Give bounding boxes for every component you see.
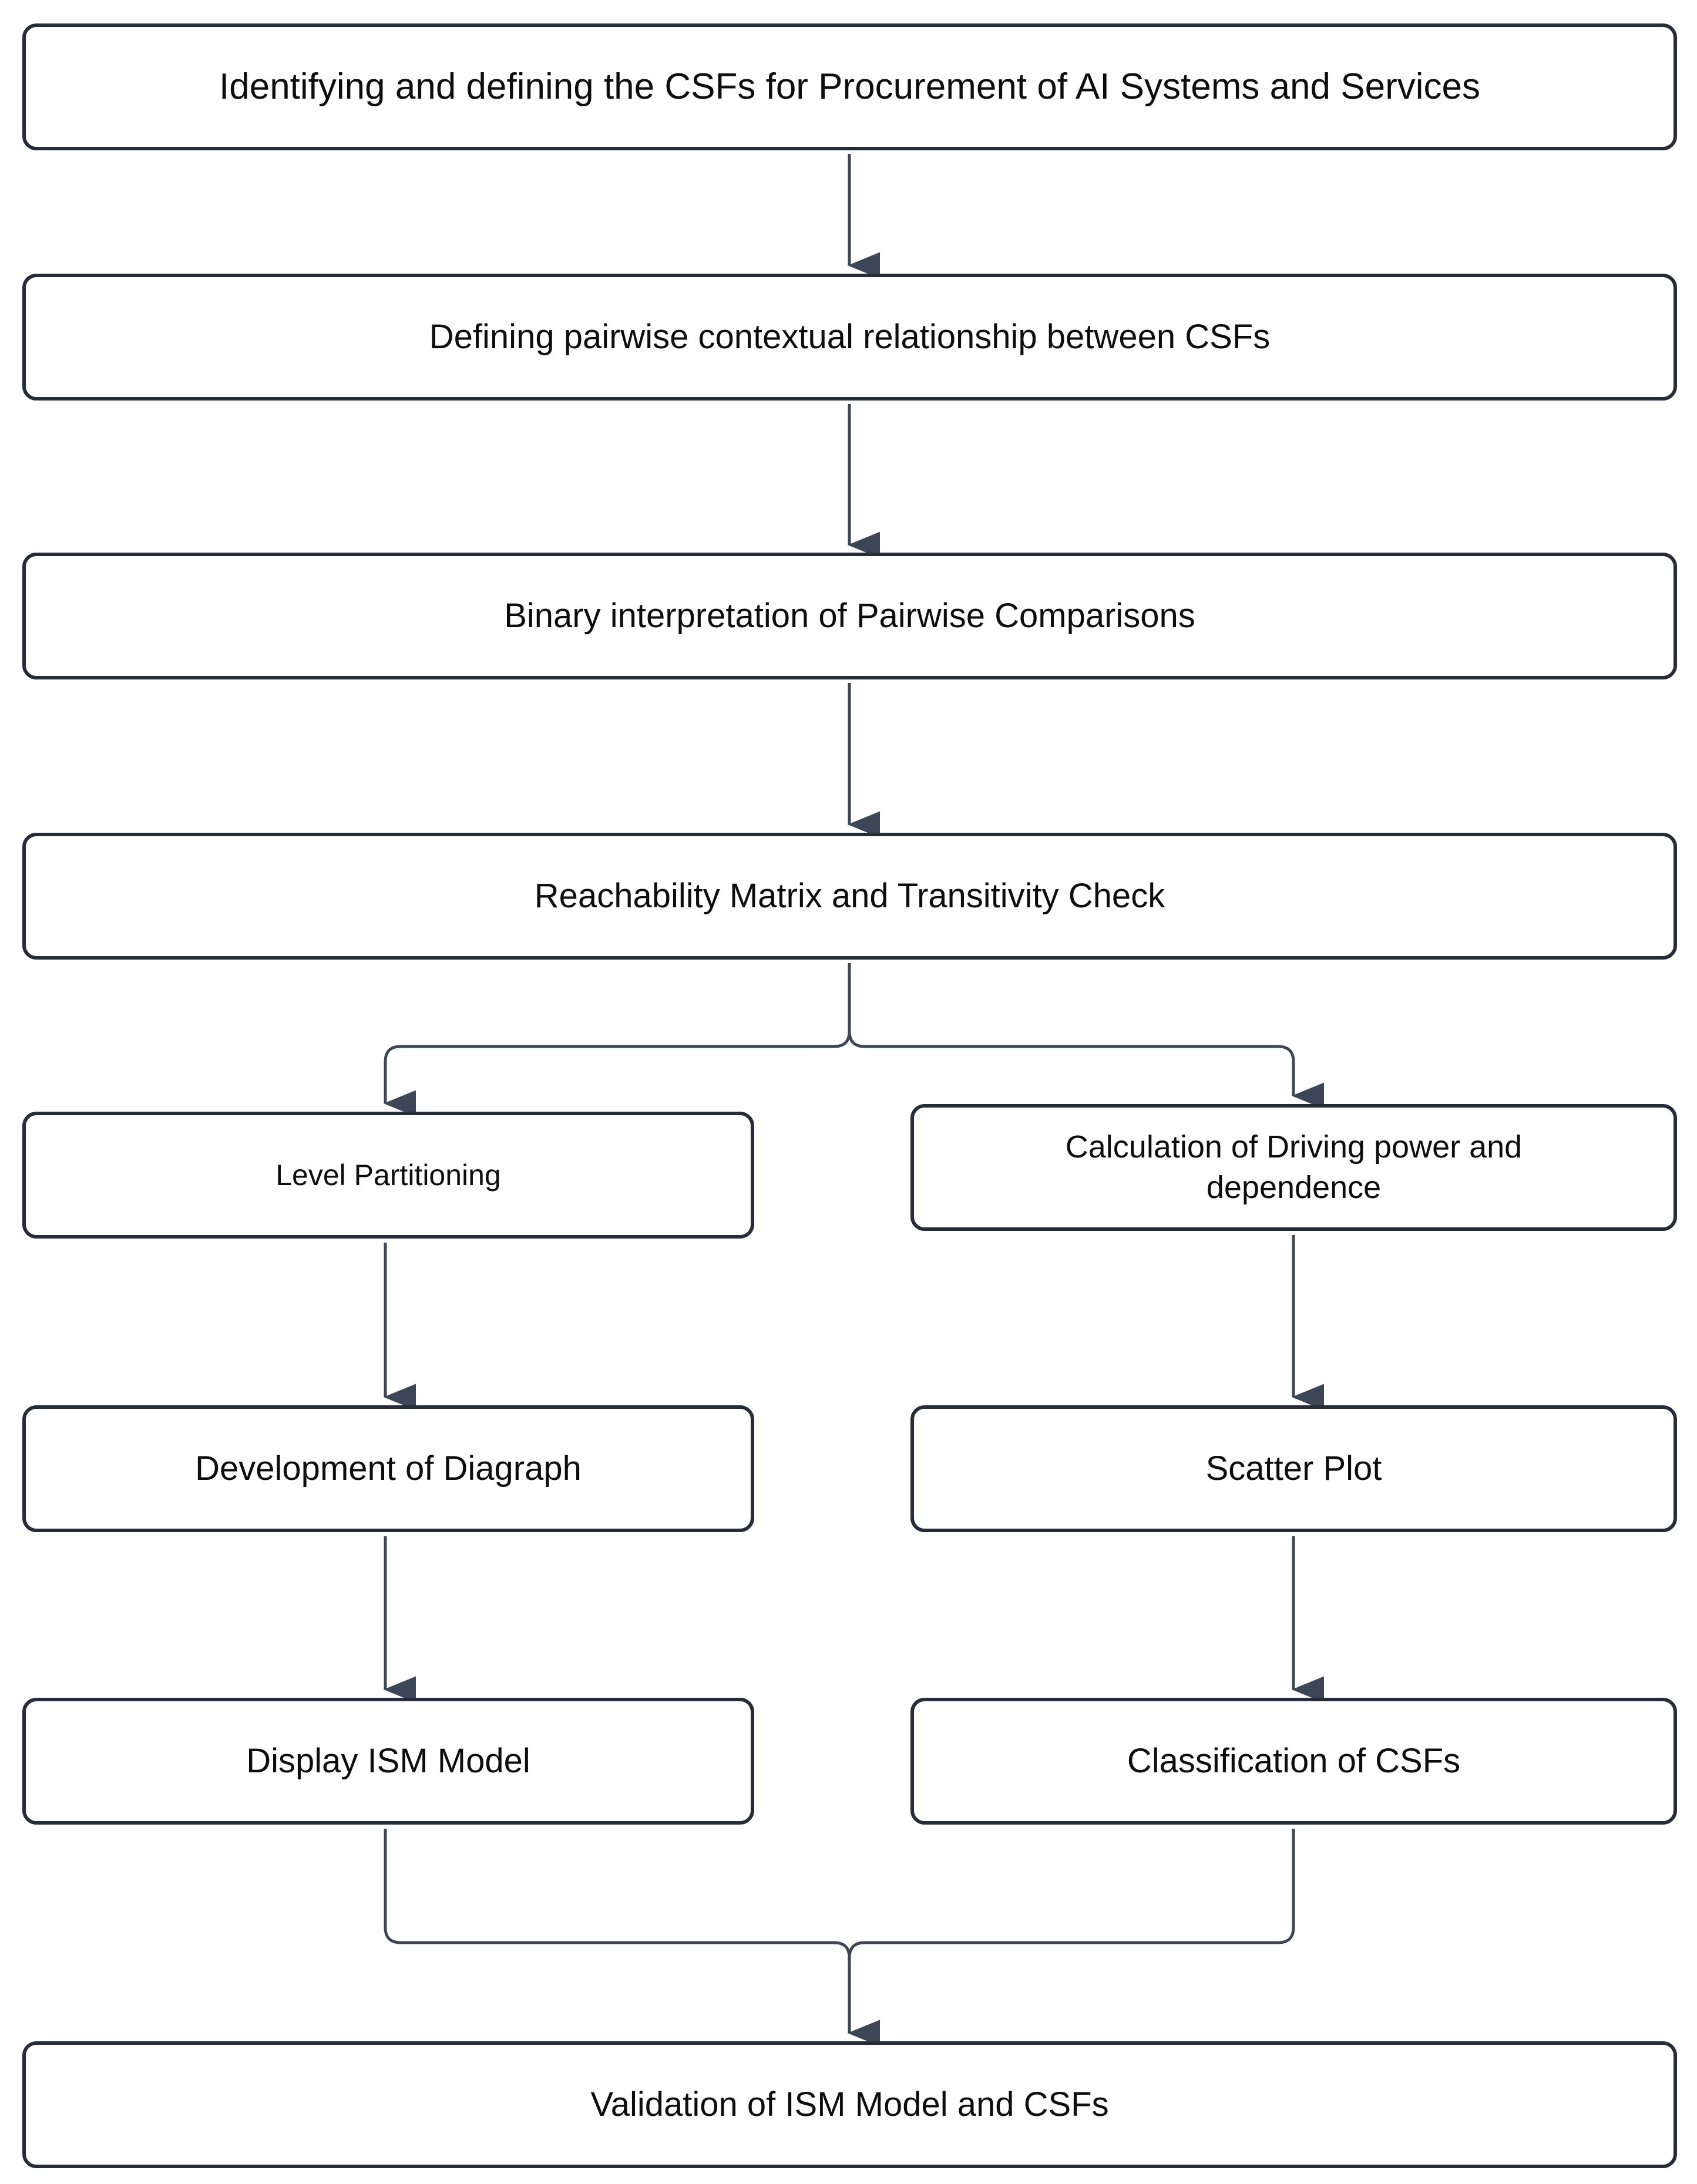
node-validation-ism-model[interactable]: Validation of ISM Model and CSFs bbox=[22, 2041, 1677, 2168]
edge-reachability-to-driving-dependence bbox=[848, 963, 1324, 1109]
node-level-partitioning-label: Level Partitioning bbox=[275, 1159, 501, 1192]
node-display-ism-model-label: Display ISM Model bbox=[246, 1741, 530, 1780]
node-binary-interpretation[interactable]: Binary interpretation of Pairwise Compar… bbox=[22, 553, 1677, 679]
node-reachability-matrix-label: Reachability Matrix and Transitivity Che… bbox=[534, 876, 1165, 915]
node-scatter-plot[interactable]: Scatter Plot bbox=[910, 1405, 1677, 1532]
node-classification-of-csfs[interactable]: Classification of CSFs bbox=[910, 1698, 1677, 1825]
edge-display-ism-to-validation bbox=[384, 1829, 880, 2047]
node-reachability-matrix[interactable]: Reachability Matrix and Transitivity Che… bbox=[22, 833, 1677, 960]
node-identify-csfs-label: Identifying and defining the CSFs for Pr… bbox=[219, 66, 1480, 107]
node-development-of-diagraph[interactable]: Development of Diagraph bbox=[22, 1405, 754, 1532]
node-identify-csfs[interactable]: Identifying and defining the CSFs for Pr… bbox=[22, 23, 1677, 150]
node-validation-ism-model-label: Validation of ISM Model and CSFs bbox=[590, 2085, 1109, 2124]
node-binary-interpretation-label: Binary interpretation of Pairwise Compar… bbox=[504, 596, 1195, 635]
edge-reachability-to-level-partitioning bbox=[383, 963, 851, 1117]
node-pairwise-relationship-label: Defining pairwise contextual relationshi… bbox=[429, 317, 1271, 356]
node-development-of-diagraph-label: Development of Diagraph bbox=[195, 1449, 582, 1488]
node-scatter-plot-label: Scatter Plot bbox=[1205, 1449, 1382, 1488]
node-level-partitioning[interactable]: Level Partitioning bbox=[22, 1112, 754, 1239]
node-classification-of-csfs-label: Classification of CSFs bbox=[1127, 1741, 1461, 1780]
node-display-ism-model[interactable]: Display ISM Model bbox=[22, 1698, 754, 1825]
edge-classification-to-validation bbox=[847, 1829, 1295, 2047]
node-driving-power-dependence-label: Calculation of Driving power and depende… bbox=[1065, 1129, 1523, 1205]
node-driving-power-dependence[interactable]: Calculation of Driving power and depende… bbox=[910, 1104, 1677, 1231]
node-pairwise-relationship[interactable]: Defining pairwise contextual relationshi… bbox=[22, 274, 1677, 401]
